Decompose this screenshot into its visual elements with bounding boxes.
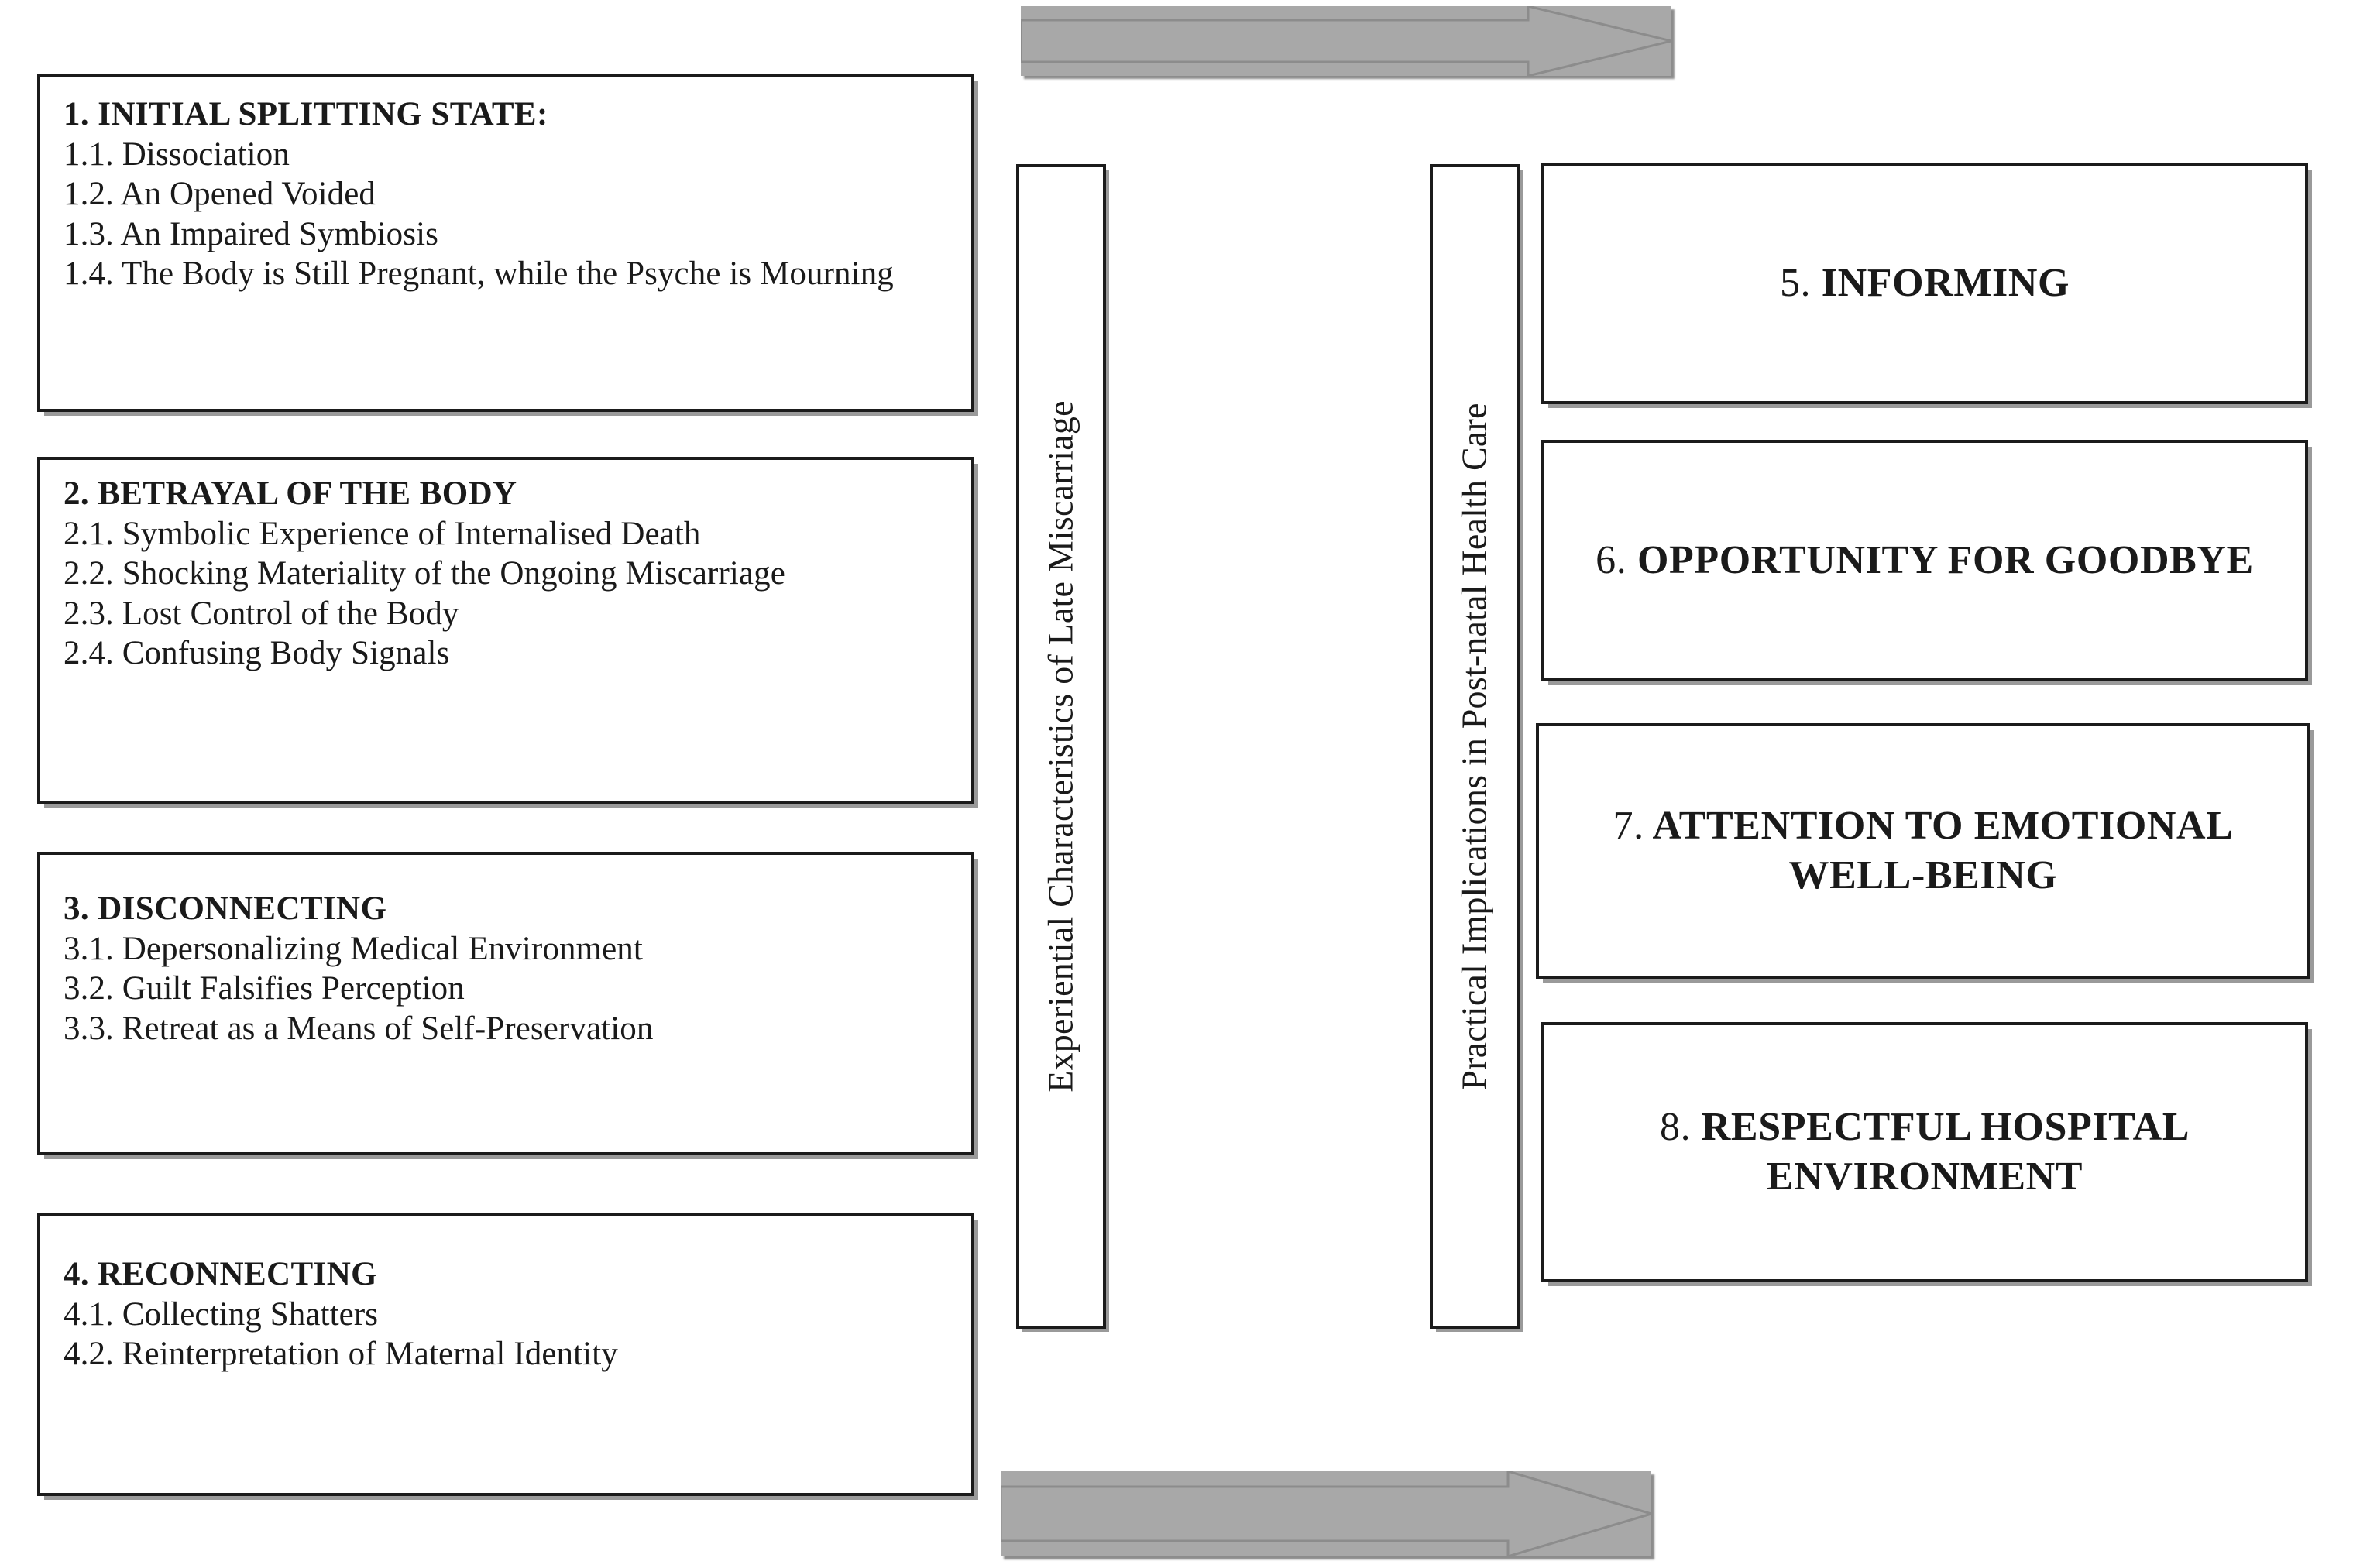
theme-2-title: 2. BETRAYAL OF THE BODY: [64, 475, 517, 512]
theme-box-4[interactable]: 4. RECONNECTING 4.1. Collecting Shatters…: [37, 1213, 974, 1496]
left-column-vertical-label: Experiential Characteristics of Late Mis…: [1016, 164, 1106, 1329]
implication-box-5[interactable]: 5. INFORMING: [1541, 163, 2308, 404]
implication-box-6[interactable]: 6. OPPORTUNITY FOR GOODBYE: [1541, 440, 2308, 681]
implication-6-number: 6.: [1596, 537, 1627, 582]
theme-2-subtheme-3: 2.3. Lost Control of the Body: [64, 595, 459, 632]
right-column-vertical-label: Practical Implications in Post-natal Hea…: [1430, 164, 1520, 1329]
arrow-right-shape-bottom: [1001, 1471, 1651, 1556]
implication-7-label: 7. ATTENTION TO EMOTIONAL WELL-BEING: [1565, 801, 2281, 901]
left-column-vertical-label-text: Experiential Characteristics of Late Mis…: [1041, 400, 1081, 1093]
implication-8-text: RESPECTFUL HOSPITAL ENVIRONMENT: [1701, 1104, 2190, 1199]
theme-box-2[interactable]: 2. BETRAYAL OF THE BODY 2.1. Symbolic Ex…: [37, 457, 974, 804]
implication-7-number: 7.: [1613, 803, 1644, 848]
implication-5-label: 5. INFORMING: [1780, 259, 2070, 308]
theme-2-subtheme-2: 2.2. Shocking Materiality of the Ongoing…: [64, 555, 785, 592]
implication-6-text: OPPORTUNITY FOR GOODBYE: [1637, 537, 2254, 582]
implication-5-text: INFORMING: [1821, 260, 2070, 305]
theme-3-subtheme-2: 3.2. Guilt Falsifies Perception: [64, 970, 465, 1007]
right-column-vertical-label-text: Practical Implications in Post-natal Hea…: [1455, 403, 1495, 1090]
implication-8-number: 8.: [1659, 1104, 1692, 1149]
implication-8-label: 8. RESPECTFUL HOSPITAL ENVIRONMENT: [1571, 1103, 2279, 1203]
theme-3-subtheme-3: 3.3. Retreat as a Means of Self-Preserva…: [64, 1010, 654, 1047]
theme-box-3[interactable]: 3. DISCONNECTING 3.1. Depersonalizing Me…: [37, 852, 974, 1155]
implication-6-label: 6. OPPORTUNITY FOR GOODBYE: [1596, 536, 2254, 585]
theme-2-subtheme-4: 2.4. Confusing Body Signals: [64, 635, 450, 672]
implication-5-number: 5.: [1779, 260, 1812, 305]
theme-1-title: 1. INITIAL SPLITTING STATE:: [64, 96, 548, 132]
theme-1-subtheme-2: 1.2. An Opened Voided: [64, 176, 376, 213]
theme-3-title: 3. DISCONNECTING: [64, 890, 387, 927]
theme-box-1[interactable]: 1. INITIAL SPLITTING STATE: 1.1. Dissoci…: [37, 74, 974, 412]
theme-1-subtheme-1: 1.1. Dissociation: [64, 136, 290, 173]
flow-arrow-right-bottom-icon: [1001, 1471, 1651, 1556]
theme-1-subtheme-3: 1.3. An Impaired Symbiosis: [64, 215, 438, 252]
theme-3-subtheme-1: 3.1. Depersonalizing Medical Environment: [64, 930, 643, 967]
theme-1-subtheme-4: 1.4. The Body is Still Pregnant, while t…: [64, 256, 894, 293]
theme-4-subtheme-1: 4.1. Collecting Shatters: [64, 1295, 379, 1333]
theme-4-title: 4. RECONNECTING: [64, 1256, 377, 1292]
implication-7-text: ATTENTION TO EMOTIONAL WELL-BEING: [1652, 803, 2234, 897]
theme-2-subtheme-1: 2.1. Symbolic Experience of Internalised…: [64, 515, 701, 552]
theme-4-subtheme-2: 4.2. Reinterpretation of Maternal Identi…: [64, 1336, 618, 1373]
flow-arrow-right-top-icon: [1021, 6, 1671, 76]
arrow-right-shape-top: [1021, 6, 1671, 76]
implication-box-7[interactable]: 7. ATTENTION TO EMOTIONAL WELL-BEING: [1536, 723, 2310, 979]
implication-box-8[interactable]: 8. RESPECTFUL HOSPITAL ENVIRONMENT: [1541, 1022, 2308, 1282]
